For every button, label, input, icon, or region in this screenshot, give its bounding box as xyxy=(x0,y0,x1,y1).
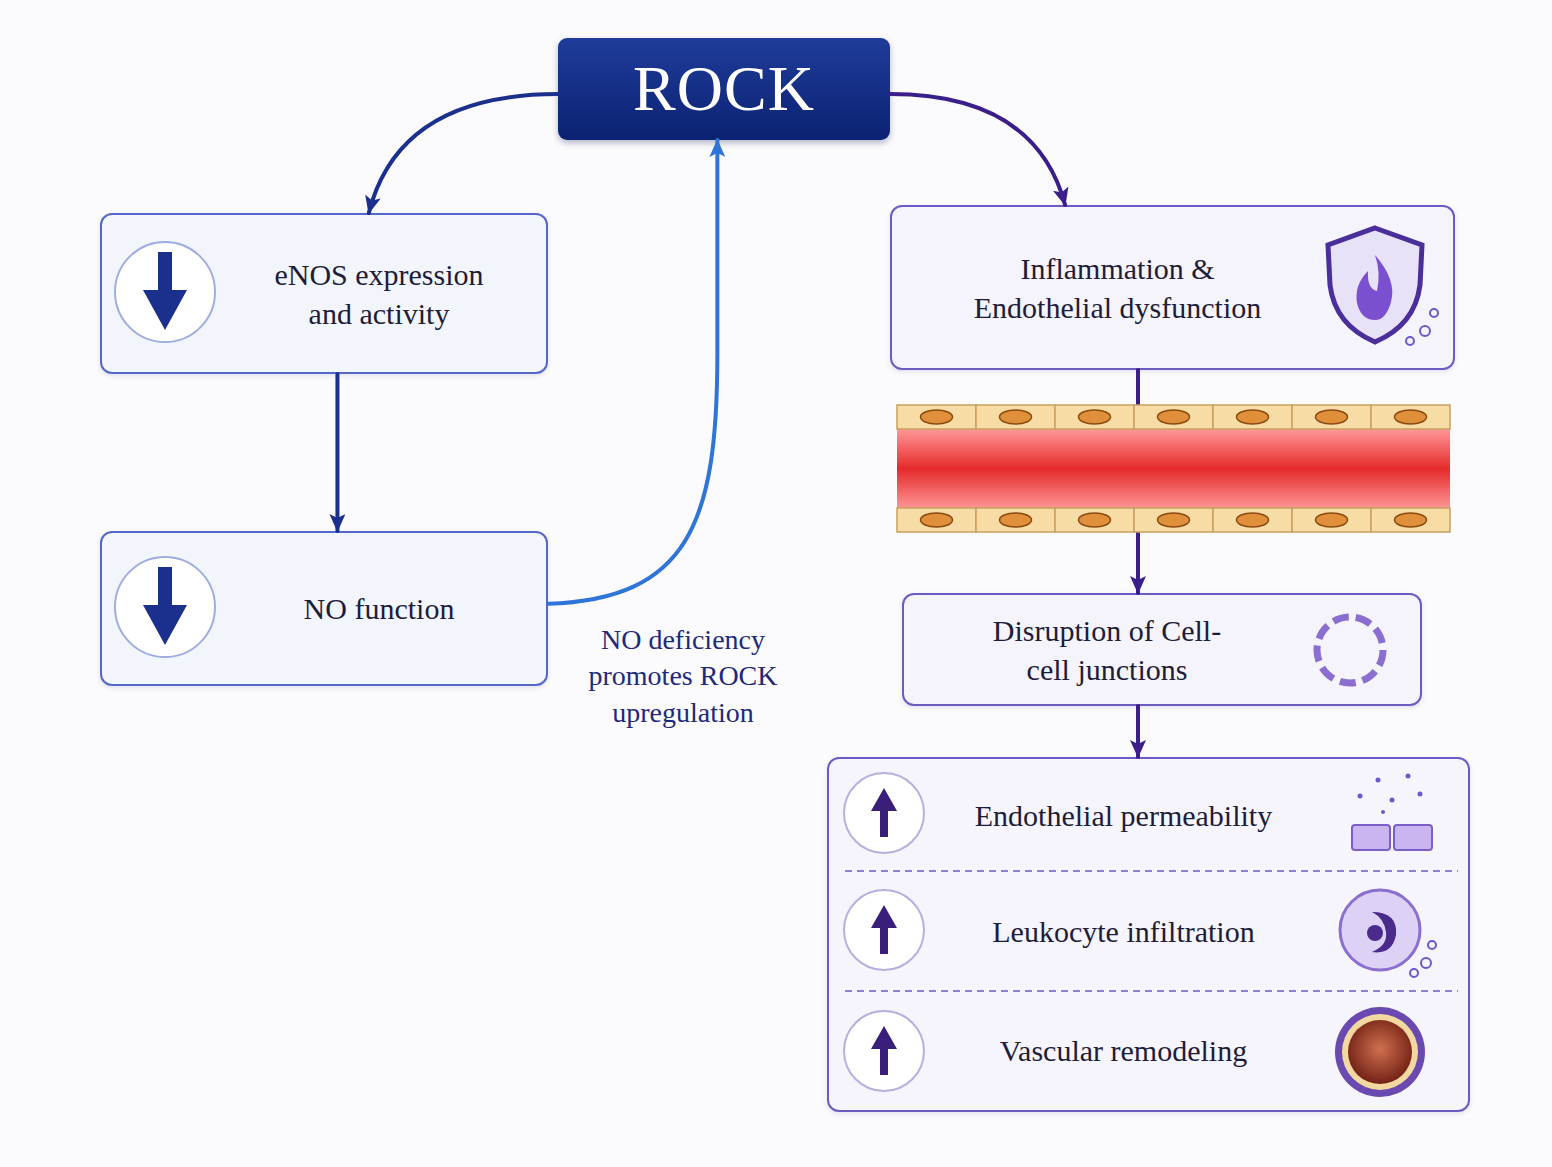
outcome-row: Vascular remodeling xyxy=(829,991,1468,1110)
connector-arrow xyxy=(369,94,558,213)
process-box: eNOS expression and activity xyxy=(100,213,548,374)
nucleus xyxy=(1237,513,1269,527)
endothelial-cell xyxy=(1292,405,1371,429)
node-text: Leukocyte infiltration xyxy=(992,912,1254,951)
nucleus xyxy=(1316,513,1348,527)
endothelial-cell xyxy=(976,405,1055,429)
endothelial-cell xyxy=(1134,405,1213,429)
node-text: Vascular remodeling xyxy=(1000,1031,1247,1070)
node-text: Endothelial permeability xyxy=(975,796,1272,835)
connector-arrow xyxy=(548,140,717,604)
endothelial-cell xyxy=(1371,405,1450,429)
endothelial-cell xyxy=(897,405,976,429)
endothelial-cell xyxy=(1055,508,1134,532)
process-box: Inflammation & Endothelial dysfunction xyxy=(890,205,1455,370)
nucleus xyxy=(1079,410,1111,424)
connector-arrow xyxy=(890,94,1065,205)
node-text: eNOS expression and activity xyxy=(259,255,499,333)
nucleus xyxy=(1079,513,1111,527)
nucleus xyxy=(1158,513,1190,527)
endothelial-cell xyxy=(1292,508,1371,532)
outcome-row: Endothelial permeability xyxy=(829,759,1468,871)
nucleus xyxy=(1158,410,1190,424)
nucleus xyxy=(1237,410,1269,424)
connector-arrow xyxy=(1136,706,1140,757)
endothelial-cell xyxy=(1134,508,1213,532)
nucleus xyxy=(921,410,953,424)
node-text: NO function xyxy=(304,589,455,628)
node-text: Inflammation & Endothelial dysfunction xyxy=(968,249,1268,327)
nucleus xyxy=(921,513,953,527)
vessel-lumen xyxy=(897,428,1450,510)
endothelial-cell xyxy=(976,508,1055,532)
node-text: Disruption of Cell-cell junctions xyxy=(977,611,1237,689)
process-box: Disruption of Cell-cell junctions xyxy=(902,593,1422,706)
nucleus xyxy=(1000,513,1032,527)
outcome-group: Endothelial permeabilityLeukocyte infilt… xyxy=(827,757,1470,1112)
endothelial-cell xyxy=(1055,405,1134,429)
endothelial-cell xyxy=(1213,405,1292,429)
edge-label: NO deficiency promotes ROCK upregulation xyxy=(588,622,778,731)
nucleus xyxy=(1316,410,1348,424)
connector-arrow xyxy=(335,374,339,531)
nucleus xyxy=(1000,410,1032,424)
outcome-row: Leukocyte infiltration xyxy=(829,871,1468,991)
endothelial-cell xyxy=(1213,508,1292,532)
node-text: ROCK xyxy=(633,47,815,130)
endothelial-cell xyxy=(1371,508,1450,532)
endothelial-cell xyxy=(897,508,976,532)
nucleus xyxy=(1395,410,1427,424)
nucleus xyxy=(1395,513,1427,527)
process-box: NO function xyxy=(100,531,548,686)
connector-arrow xyxy=(1136,370,1140,593)
rock-box: ROCK xyxy=(558,38,890,140)
